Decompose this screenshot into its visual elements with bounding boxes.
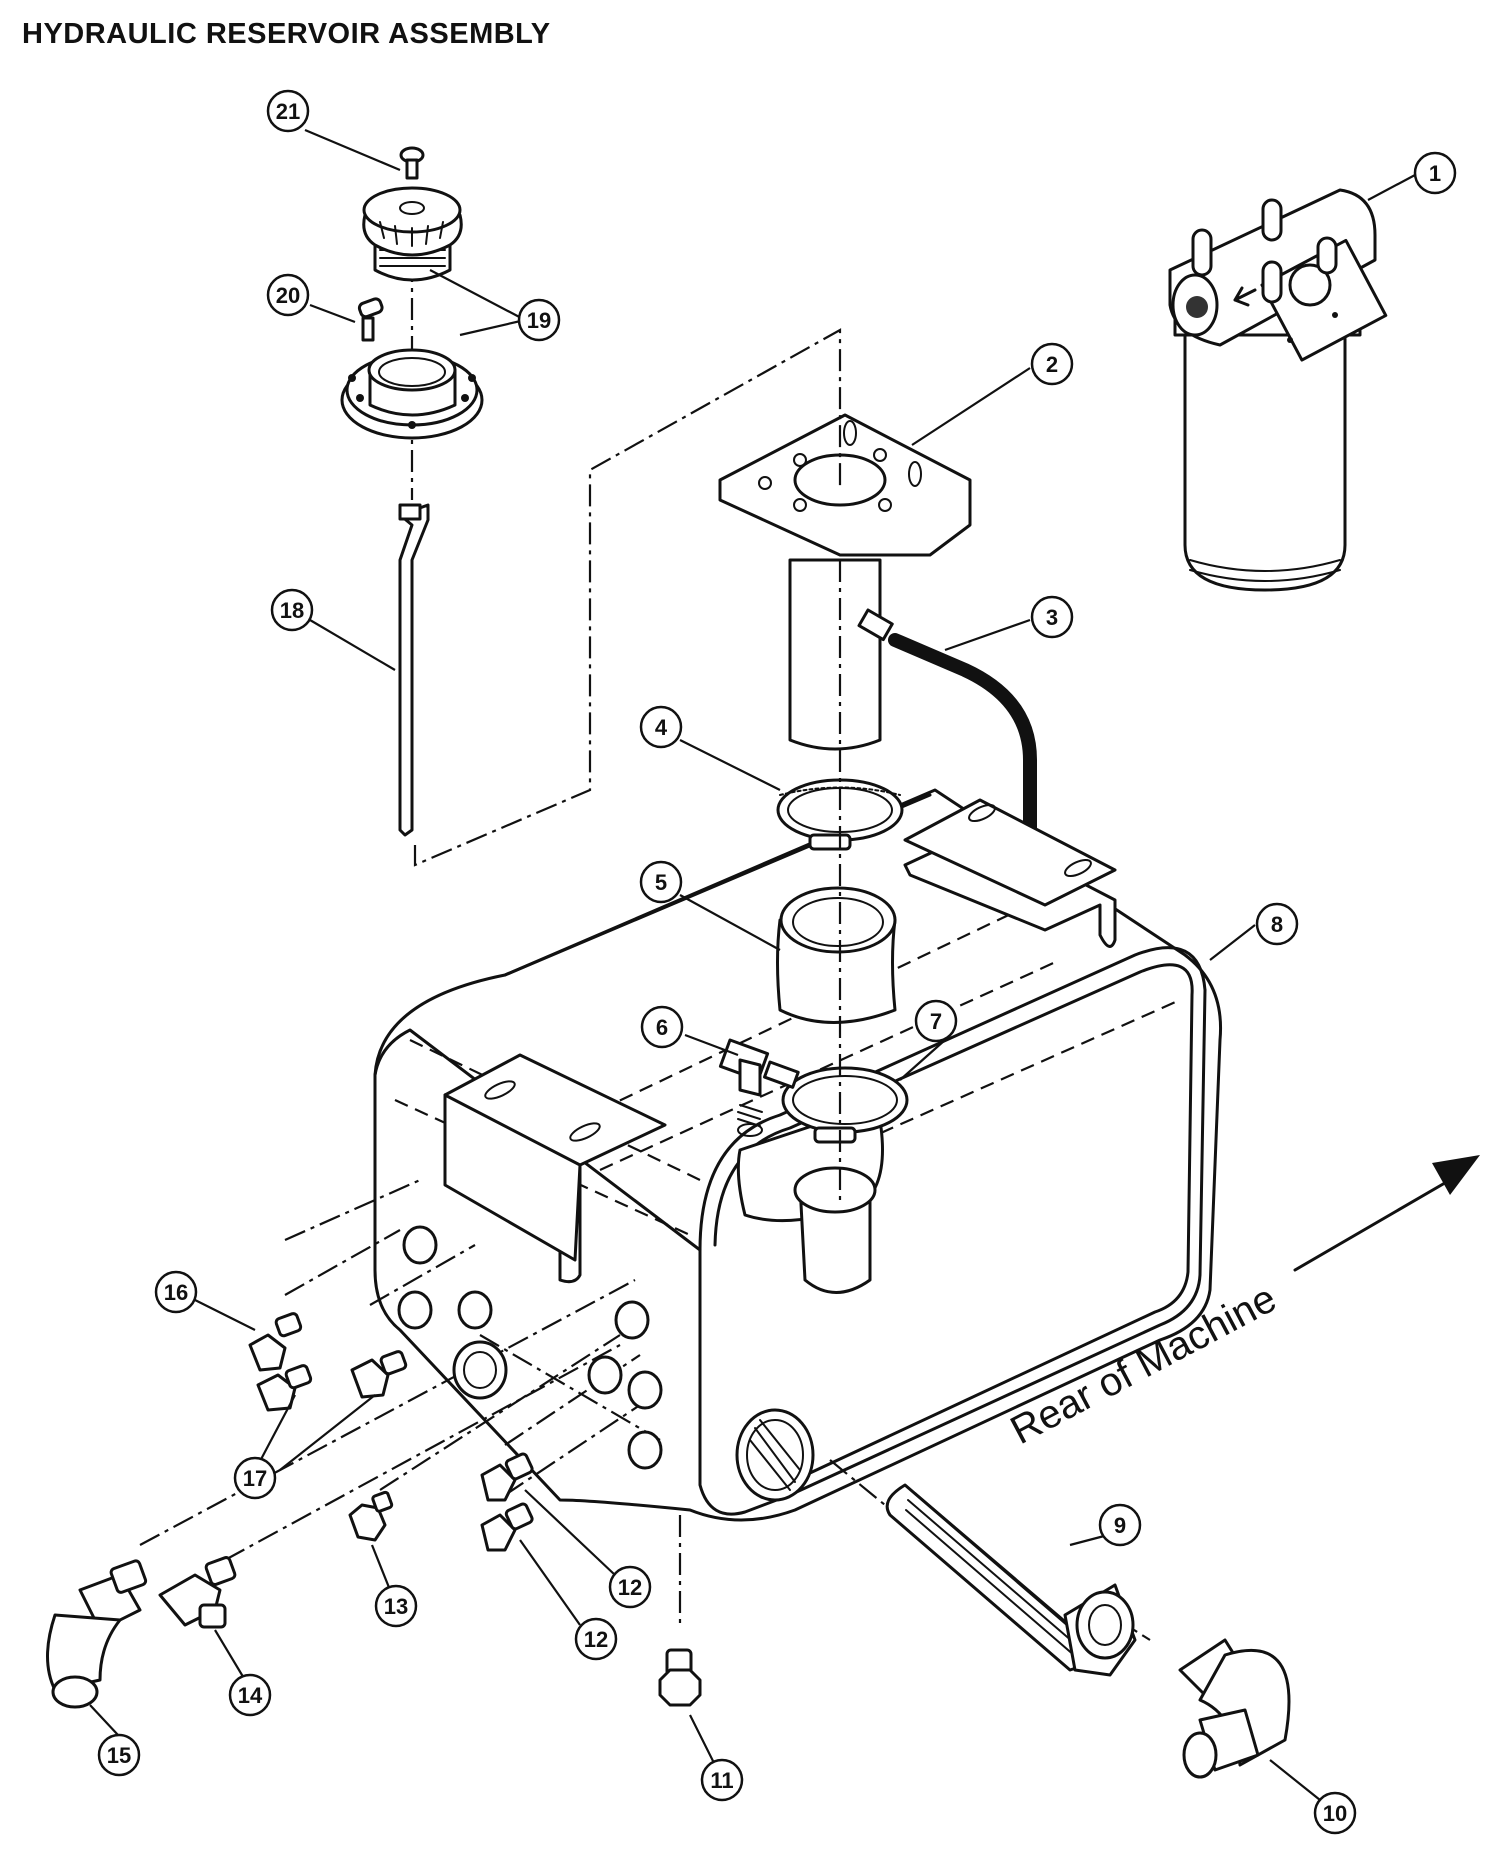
tank-side-ports (397, 1225, 663, 1470)
svg-text:3: 3 (1046, 605, 1058, 630)
part-13-hex-plug (348, 1490, 394, 1542)
svg-text:11: 11 (710, 1768, 733, 1793)
svg-text:8: 8 (1271, 912, 1283, 937)
svg-text:16: 16 (164, 1280, 188, 1305)
callout-12: 12 (608, 1565, 652, 1609)
svg-text:12: 12 (584, 1627, 608, 1652)
part-7-hose-clamp (781, 1066, 909, 1144)
callout-18: 18 (270, 588, 314, 632)
part-5-hose (776, 886, 897, 1024)
part-19-filler-cap (362, 186, 463, 282)
svg-text:17: 17 (243, 1466, 267, 1491)
callout-12: 12 (574, 1617, 618, 1661)
svg-text:15: 15 (107, 1743, 131, 1768)
page-title: HYDRAULIC RESERVOIR ASSEMBLY (22, 18, 551, 50)
callout-9: 9 (1098, 1503, 1142, 1547)
svg-text:21: 21 (276, 99, 300, 124)
part-20-screw (357, 297, 384, 342)
callout-17: 17 (233, 1456, 277, 1500)
tank-mounting-bracket-rear (903, 798, 1117, 948)
callout-21: 21 (266, 89, 310, 133)
part-12-fitting-upper (480, 1452, 534, 1502)
part-14-elbow (158, 1556, 237, 1629)
svg-text:1: 1 (1429, 161, 1441, 186)
part-18-gauge-rod (398, 503, 430, 837)
part-16-fitting (248, 1312, 303, 1372)
part-9-strainer (885, 1483, 1137, 1677)
part-17-fitting-right (350, 1350, 408, 1399)
callout-13: 13 (374, 1584, 418, 1628)
svg-text:9: 9 (1114, 1513, 1126, 1538)
svg-text:20: 20 (276, 283, 300, 308)
part-2-filler-neck (718, 413, 972, 751)
callout-20: 20 (266, 273, 310, 317)
svg-text:7: 7 (930, 1009, 942, 1034)
part-11-drain-plug (658, 1648, 702, 1707)
svg-text:13: 13 (384, 1594, 408, 1619)
part-17-fitting-left (256, 1364, 313, 1412)
svg-text:19: 19 (527, 308, 551, 333)
svg-text:12: 12 (618, 1575, 642, 1600)
svg-text:18: 18 (280, 598, 304, 623)
rear-of-machine-arrow (1293, 1155, 1480, 1272)
part-1-filter (1168, 188, 1388, 592)
callout-19: 19 (517, 298, 561, 342)
callout-15: 15 (97, 1733, 141, 1777)
callout-2: 2 (1030, 342, 1074, 386)
callout-10: 10 (1313, 1791, 1357, 1835)
callout-11: 11 (700, 1758, 744, 1802)
part-10-elbow (1178, 1638, 1291, 1779)
svg-text:10: 10 (1323, 1801, 1347, 1826)
svg-text:5: 5 (655, 870, 667, 895)
svg-text:4: 4 (655, 715, 668, 740)
callout-4: 4 (639, 705, 683, 749)
svg-text:14: 14 (238, 1683, 263, 1708)
part-6-elbow-fitting (718, 1038, 800, 1137)
callout-1: 1 (1413, 151, 1457, 195)
callout-6: 6 (640, 1005, 684, 1049)
svg-text:2: 2 (1046, 352, 1058, 377)
callout-7: 7 (914, 999, 958, 1043)
tank-mounting-bracket-front (443, 1053, 667, 1284)
part-21-screw (399, 146, 425, 180)
callout-14: 14 (228, 1673, 272, 1717)
part-12-fitting-lower (480, 1502, 534, 1552)
callout-16: 16 (154, 1270, 198, 1314)
callout-5: 5 (639, 860, 683, 904)
part-15-elbow (46, 1559, 148, 1709)
callout-3: 3 (1030, 595, 1074, 639)
part-19-filler-flange (340, 348, 484, 440)
callout-leaders (89, 128, 1416, 1801)
svg-text:6: 6 (656, 1015, 668, 1040)
callout-8: 8 (1255, 902, 1299, 946)
